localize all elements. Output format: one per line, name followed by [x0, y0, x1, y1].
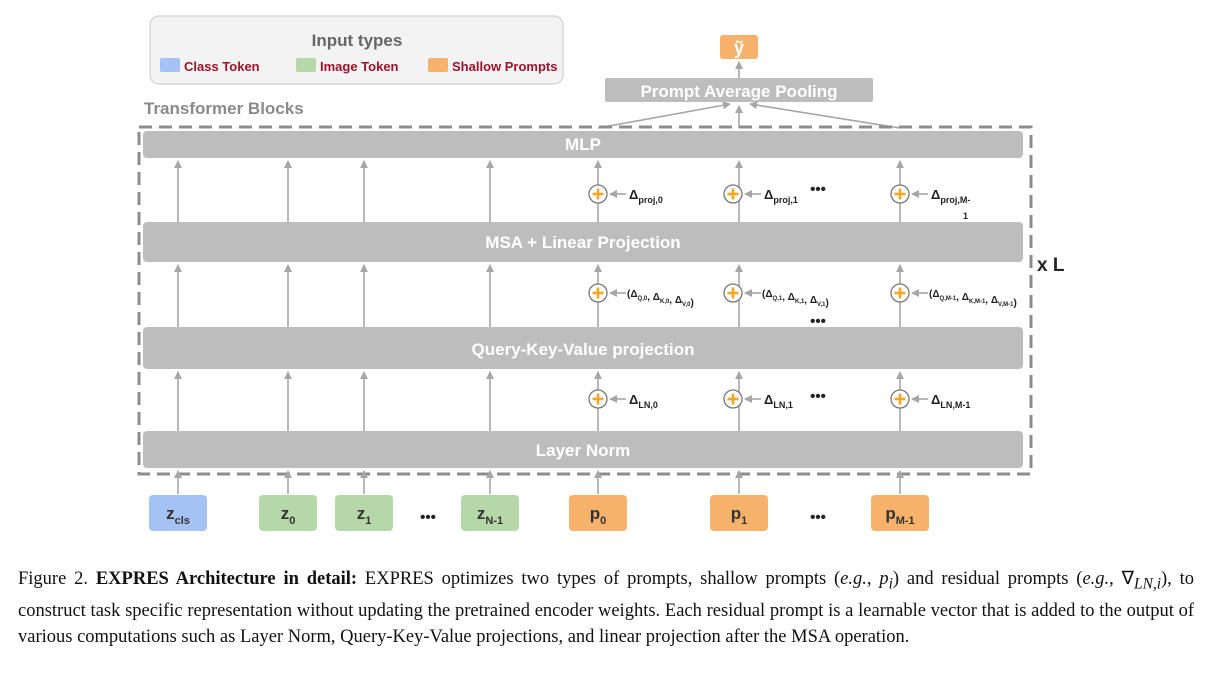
caption-text: ,	[866, 569, 880, 589]
input-tokens: zcls z0 z1 zN-1 p0 p1 pM-1	[149, 495, 929, 531]
legend-swatch-image	[296, 58, 316, 72]
legend-label-prompt: Shallow Prompts	[452, 59, 557, 74]
token-label: p0	[590, 504, 607, 527]
residual-label-ln: ΔLN,M-1	[931, 392, 970, 410]
legend-label-image: Image Token	[320, 59, 399, 74]
architecture-diagram: Input types Class Token Image Token Shal…	[137, 15, 1065, 531]
caption-math-sub: LN,i	[1134, 575, 1161, 593]
token-prompt	[871, 495, 929, 531]
legend-title: Input types	[312, 31, 403, 50]
qkv-label: Query-Key-Value projection	[472, 340, 695, 359]
pooling-label: Prompt Average Pooling	[640, 82, 837, 101]
caption-eg: e.g.	[1082, 569, 1110, 589]
legend: Input types Class Token Image Token Shal…	[149, 15, 564, 85]
ellipsis-image-tokens: •••	[420, 509, 436, 526]
ln-label: Layer Norm	[536, 441, 630, 460]
mlp-label: MLP	[565, 135, 601, 154]
residual-label-proj: Δproj,M-	[931, 187, 970, 205]
token-class	[149, 495, 207, 531]
caption-eg: e.g.	[840, 569, 867, 589]
caption-title: EXPRES Architecture in detail:	[95, 569, 358, 589]
pool-arrow-2	[749, 101, 901, 129]
token-label: zcls	[166, 504, 190, 527]
msa-label: MSA + Linear Projection	[485, 233, 680, 252]
mlp-block	[143, 131, 1023, 158]
caption-text: ) and residual prompts (	[892, 569, 1083, 589]
figure-caption: Figure 2. EXPRES Architecture in detail:…	[18, 566, 1194, 650]
output-box	[720, 35, 758, 59]
token-label: z1	[357, 504, 372, 527]
token-image	[461, 495, 519, 531]
ellipsis-prompt-tokens: •••	[810, 509, 826, 526]
token-prompt	[710, 495, 768, 531]
ellipsis-proj: •••	[810, 181, 826, 198]
residual-label-proj: Δproj,0	[629, 187, 663, 205]
residual-prompts: Δproj,0 Δproj,1 Δproj,M- 1 (ΔQ,0, ΔK,0, ΔV,0…	[588, 184, 1017, 410]
token-label: pM-1	[885, 504, 914, 527]
caption-text: EXPRES optimizes two types of prompts, s…	[357, 569, 841, 589]
token-label: zN-1	[477, 504, 503, 527]
pool-arrow-0	[597, 101, 731, 129]
transformer-container	[137, 125, 1033, 476]
repeat-label: x L	[1037, 255, 1065, 276]
residual-label-qkv: (ΔQ,1, ΔK,1, ΔV,1)	[762, 289, 829, 309]
token-label: p1	[731, 504, 748, 527]
token-image	[259, 495, 317, 531]
legend-label-class: Class Token	[184, 59, 260, 74]
caption-math: p	[879, 569, 889, 589]
residual-label-wrap: 1	[963, 211, 968, 221]
qkv-block	[143, 327, 1023, 369]
output-label: ỹ	[734, 38, 744, 58]
transformer-label: Transformer Blocks	[144, 99, 304, 118]
token-image	[335, 495, 393, 531]
caption-math-sub: i	[888, 575, 893, 593]
token-label: z0	[281, 504, 296, 527]
ellipsis-qkv: •••	[810, 313, 826, 330]
legend-box	[149, 15, 564, 85]
legend-swatch-class	[160, 58, 180, 72]
pooling-box	[605, 78, 873, 102]
ellipsis-ln: •••	[810, 388, 826, 405]
residual-label-ln: ΔLN,1	[764, 392, 793, 410]
caption-text: ), to construct task specific representa…	[18, 569, 1194, 647]
residual-label-qkv: (ΔQ,0, ΔK,0, ΔV,0)	[627, 289, 694, 309]
ln-block	[143, 431, 1023, 468]
token-prompt	[569, 495, 627, 531]
residual-label-proj: Δproj,1	[764, 187, 798, 205]
caption-prefix: Figure 2.	[18, 569, 96, 589]
msa-block	[143, 222, 1023, 262]
residual-label-qkv: (ΔQ,M-1, ΔK,M-1, ΔV,M-1)	[929, 289, 1017, 309]
caption-text: , ∇	[1109, 569, 1134, 589]
legend-swatch-prompt	[428, 58, 448, 72]
residual-label-ln: ΔLN,0	[629, 392, 658, 410]
